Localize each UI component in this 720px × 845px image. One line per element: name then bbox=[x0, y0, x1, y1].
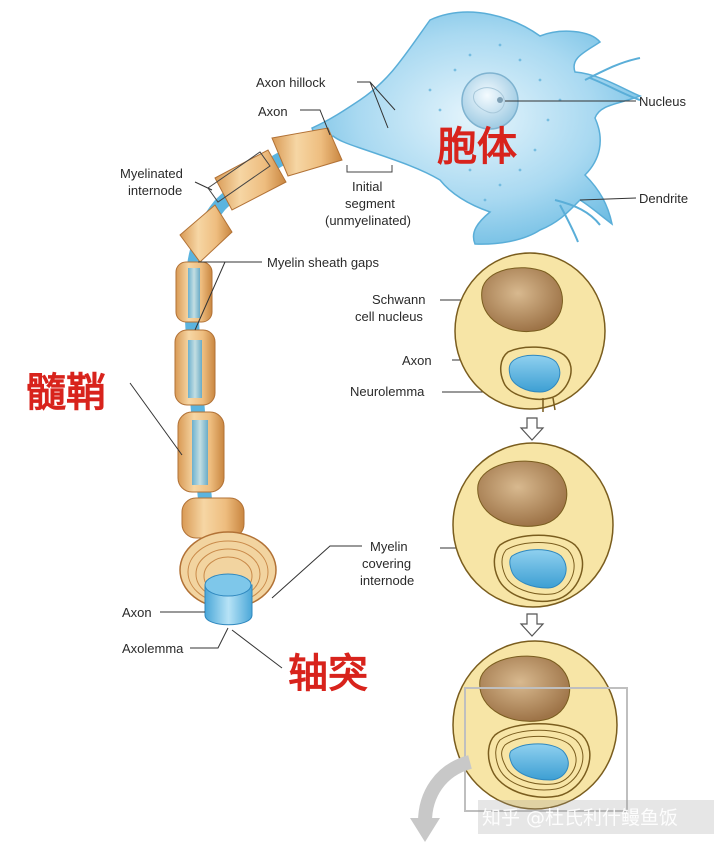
cell-body bbox=[311, 11, 643, 245]
label-myelin-covering-line2: covering bbox=[362, 556, 411, 571]
label-myelinated-internode-line1: Myelinated bbox=[120, 166, 183, 181]
schwann-stage-1 bbox=[454, 252, 606, 412]
watermark: 知乎 @杜氏利什鳗鱼饭 bbox=[482, 807, 678, 829]
curved-arrow bbox=[410, 755, 473, 842]
label-myelin-covering-line1: Myelin bbox=[370, 539, 408, 554]
axon-cross-section-end bbox=[179, 531, 277, 626]
label-axon-hillock: Axon hillock bbox=[256, 75, 326, 90]
myelinated-axon bbox=[174, 127, 393, 626]
stage-arrow bbox=[519, 417, 545, 637]
label-neurolemma: Neurolemma bbox=[350, 384, 425, 399]
label-schwann-line2: cell nucleus bbox=[355, 309, 423, 324]
label-axon-bottom: Axon bbox=[122, 605, 152, 620]
label-dendrite: Dendrite bbox=[639, 191, 688, 206]
annotation-axon: 轴突 bbox=[288, 650, 368, 697]
label-myelin-covering-line3: internode bbox=[360, 573, 414, 588]
label-myelin-sheath-gaps: Myelin sheath gaps bbox=[267, 255, 380, 270]
label-initial-segment-line3: (unmyelinated) bbox=[325, 213, 411, 228]
zoom-box bbox=[464, 687, 628, 812]
label-initial-segment-line2: segment bbox=[345, 196, 395, 211]
label-nucleus: Nucleus bbox=[639, 94, 686, 109]
label-schwann-line1: Schwann bbox=[372, 292, 425, 307]
label-axon-mid: Axon bbox=[402, 353, 432, 368]
schwann-stage-3 bbox=[452, 640, 628, 812]
schwann-stage-2 bbox=[452, 442, 614, 608]
label-myelinated-internode-line2: internode bbox=[128, 183, 182, 198]
label-axon-top: Axon bbox=[258, 104, 288, 119]
label-axolemma: Axolemma bbox=[122, 641, 184, 656]
watermark-backdrop bbox=[478, 800, 714, 834]
label-initial-segment-line1: Initial bbox=[352, 179, 382, 194]
annotation-myelin-sheath: 髓鞘 bbox=[26, 369, 106, 416]
leader-lines bbox=[129, 81, 637, 669]
annotation-soma: 胞体 bbox=[437, 123, 517, 170]
